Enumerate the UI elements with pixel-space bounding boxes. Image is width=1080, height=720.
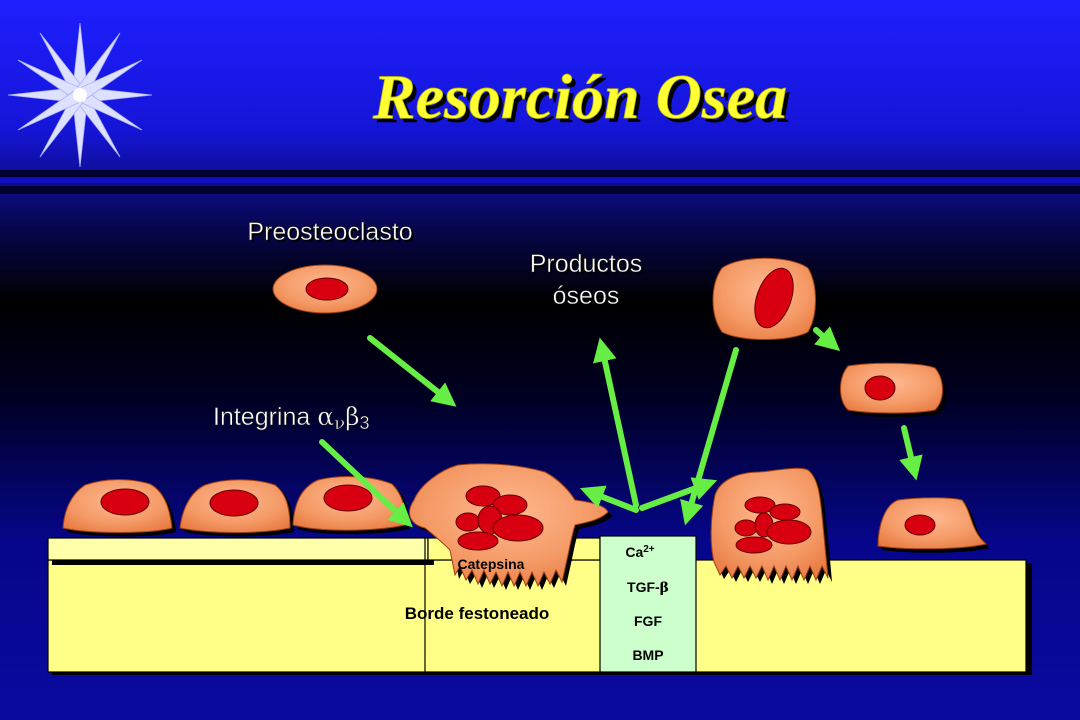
free-cell [877,497,990,553]
osteoclast-cell [409,463,612,590]
title-rule [0,170,1080,194]
factor-ca-charge: 2+ [643,544,655,555]
factor-panel [599,535,697,673]
bone-products-label-line2: óseos [553,282,620,310]
star-burst-icon [7,22,153,168]
factor-fgf: FGF [634,613,662,629]
preosteoclast-label-shadow: Preosteoclasto [249,220,414,248]
arrow [319,439,413,528]
arrow [367,335,457,407]
osteoclast-cell [710,467,832,584]
factor-tgf-text: TGF- [627,579,660,595]
free-cell [712,257,820,344]
integrin-sub-v: ν [334,413,345,434]
factor-tgf-beta: β [660,580,669,596]
bone-matrix [47,537,1032,675]
arrow [680,347,739,526]
bone-products-label: Productos [530,250,643,278]
lining-cell [62,479,176,537]
free-cell [840,362,947,417]
bone-products-label-line2-shadow: óseos [555,284,622,312]
cathepsin-label: Catepsina [458,556,525,572]
integrin-beta: β [345,402,359,431]
integrin-alpha: α [317,402,334,431]
ruffled-border-label: Borde festoneado [405,604,550,623]
integrin-sub-3: 3 [360,413,370,433]
factor-bmp: BMP [632,647,663,663]
arrow [579,485,639,513]
preosteoclast-label: Preosteoclasto [247,218,412,246]
preosteoclast-cell [272,264,381,317]
integrin-label-text: Integrina [213,403,317,431]
factor-ca: Ca [625,544,643,560]
lining-cell [179,479,294,537]
slide-title-shadow: Resorción Osea [376,65,791,136]
arrow [899,425,923,481]
slide-title: Resorción Osea [372,61,787,132]
bone-products-label-shadow: Productos [532,252,645,280]
arrow [593,337,639,508]
factor-calcium: Ca2+ [625,544,654,560]
arrow [813,326,841,352]
factor-tgf: TGF-β [627,579,669,596]
integrin-label: Integrina ανβ3 [213,402,370,434]
